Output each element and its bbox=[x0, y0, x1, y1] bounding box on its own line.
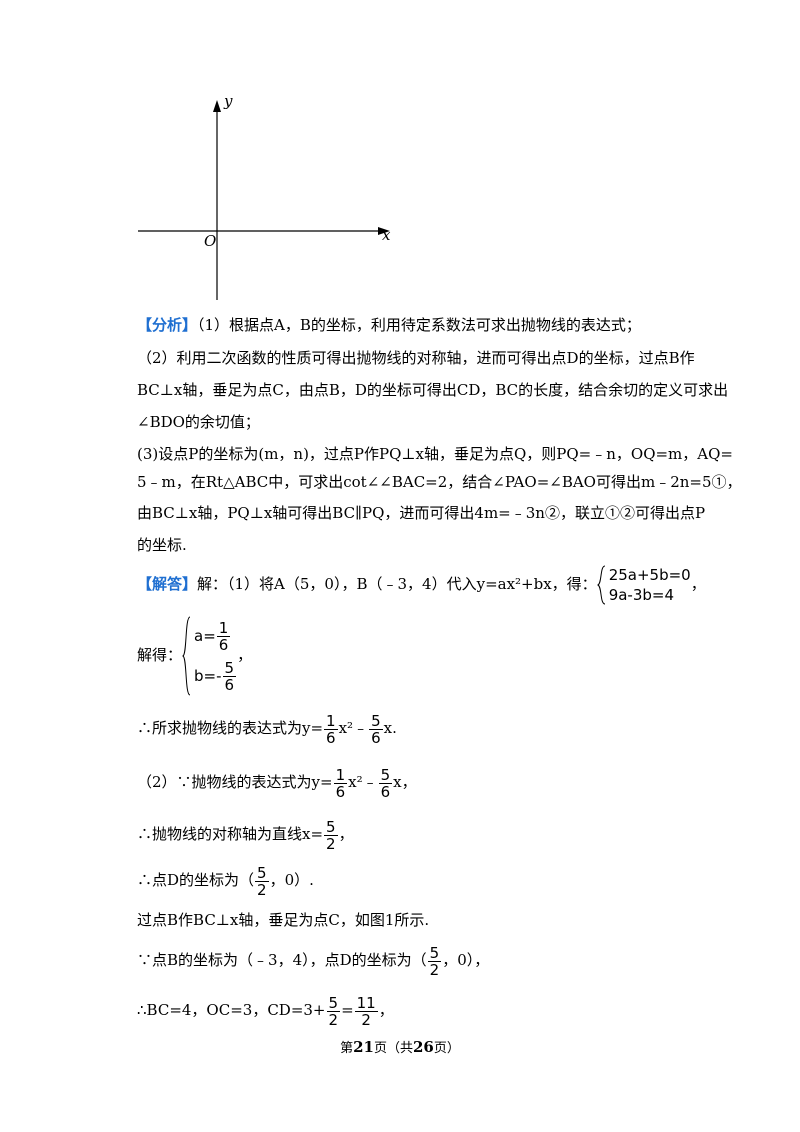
y-axis-label: y bbox=[224, 92, 233, 110]
answer-line-1: 【解答】解：（1）将A（5，0），B（﹣3，4）代入y=ax²+bx，得： 25… bbox=[137, 565, 706, 605]
frac-num: 11 bbox=[354, 993, 378, 1012]
coordinate-axes-figure bbox=[138, 100, 390, 300]
frac-num: 5 bbox=[326, 993, 341, 1012]
page-number: 21 bbox=[353, 1038, 374, 1056]
analysis-tag: 【分析】 bbox=[137, 316, 198, 334]
analysis-line-8: 的坐标. bbox=[137, 536, 187, 554]
analysis-line-1: 【分析】（1）根据点A，B的坐标，利用待定系数法可求出抛物线的表达式； bbox=[137, 315, 641, 335]
system-2-a: a= bbox=[194, 627, 216, 645]
frac-den: 2 bbox=[257, 880, 267, 899]
system-1-row-1: 25a+5b=0 bbox=[608, 566, 691, 584]
frac-den: 6 bbox=[371, 728, 381, 747]
text: （2）∵抛物线的表达式为y= bbox=[137, 773, 333, 791]
system-2-b: b=- bbox=[194, 667, 222, 685]
frac-den: 6 bbox=[335, 782, 346, 801]
answer-text-1: 解：（1）将A（5，0），B（﹣3，4）代入y=ax²+bx，得： bbox=[197, 575, 597, 593]
frac-den: 6 bbox=[218, 636, 229, 654]
analysis-line-6: 5﹣m，在Rt△ABC中，可求出cot∠∠BAC=2，结合∠PAO=∠BAO可得… bbox=[137, 473, 742, 491]
text: ∴所求抛物线的表达式为y= bbox=[137, 719, 324, 737]
solve-label: 解得： bbox=[137, 646, 183, 664]
frac-den: 2 bbox=[429, 960, 440, 979]
frac-den: 2 bbox=[361, 1010, 371, 1029]
frac-den: 2 bbox=[328, 1010, 339, 1029]
frac-num: 1 bbox=[333, 765, 348, 784]
frac-den: 6 bbox=[380, 782, 391, 801]
text: ∴抛物线的对称轴为直线x= bbox=[137, 825, 324, 843]
frac-num: 1 bbox=[324, 711, 338, 730]
frac-den: 6 bbox=[224, 676, 235, 694]
total-pages: 26 bbox=[413, 1038, 434, 1056]
x-axis-label: x bbox=[382, 226, 391, 244]
text: ，0）. bbox=[269, 871, 314, 889]
origin-label: O bbox=[204, 232, 217, 250]
analysis-line-5: (3)设点P的坐标为(m，n)，过点P作PQ⊥x轴，垂足为点Q，则PQ=﹣n，O… bbox=[137, 445, 733, 463]
y-axis-arrow bbox=[213, 100, 221, 112]
comma: ， bbox=[690, 575, 706, 593]
frac-num: 5 bbox=[369, 711, 383, 730]
text: x²﹣ bbox=[338, 719, 369, 737]
text: ， bbox=[338, 825, 354, 843]
answer-line-7: 过点B作BC⊥x轴，垂足为点C，如图1所示. bbox=[137, 911, 430, 929]
answer-tag: 【解答】 bbox=[137, 575, 198, 593]
system-1-row-2: 9a-3b=4 bbox=[608, 586, 675, 604]
frac-den: 2 bbox=[326, 834, 336, 853]
analysis-line-4: ∠BDO的余切值； bbox=[137, 413, 260, 431]
text: x， bbox=[393, 773, 417, 791]
text: ， bbox=[378, 1001, 394, 1019]
frac-num: 5 bbox=[427, 943, 442, 962]
text: x. bbox=[383, 719, 397, 737]
text: = bbox=[341, 1001, 354, 1019]
analysis-line-2: （2）利用二次函数的性质可得出抛物线的对称轴，进而可得出点D的坐标，过点B作 bbox=[137, 349, 695, 367]
frac-num: 5 bbox=[324, 817, 338, 836]
text: x²﹣ bbox=[348, 773, 378, 791]
text: ∴BC=4，OC=3，CD=3+ bbox=[137, 1001, 326, 1019]
analysis-line-3: BC⊥x轴，垂足为点C，由点B，D的坐标可得出CD，BC的长度，结合余切的定义可… bbox=[137, 381, 729, 399]
footer-text: 页（共 bbox=[373, 1041, 413, 1056]
page-footer: 第21页（共26页） bbox=[0, 1037, 800, 1056]
frac-num: 1 bbox=[216, 619, 231, 637]
footer-text: 第 bbox=[340, 1041, 354, 1056]
frac-num: 5 bbox=[255, 863, 269, 882]
footer-text: 页） bbox=[433, 1041, 460, 1056]
frac-num: 5 bbox=[378, 765, 393, 784]
comma: ， bbox=[237, 646, 253, 664]
equation-system-1: 25a+5b=0 9a-3b=4 bbox=[596, 565, 691, 605]
frac-num: 5 bbox=[222, 659, 237, 677]
frac-den: 6 bbox=[326, 728, 336, 747]
analysis-text: （1）根据点A，B的坐标，利用待定系数法可求出抛物线的表达式； bbox=[197, 316, 641, 334]
text: ∵点B的坐标为（﹣3，4），点D的坐标为（ bbox=[137, 951, 427, 969]
analysis-line-7: 由BC⊥x轴，PQ⊥x轴可得出BC∥PQ，进而可得出4m=﹣3n②，联立①②可得… bbox=[137, 504, 706, 522]
text: ∴点D的坐标为（ bbox=[137, 871, 255, 889]
x-axis-arrow bbox=[378, 227, 390, 235]
text: ，0）， bbox=[442, 951, 490, 969]
